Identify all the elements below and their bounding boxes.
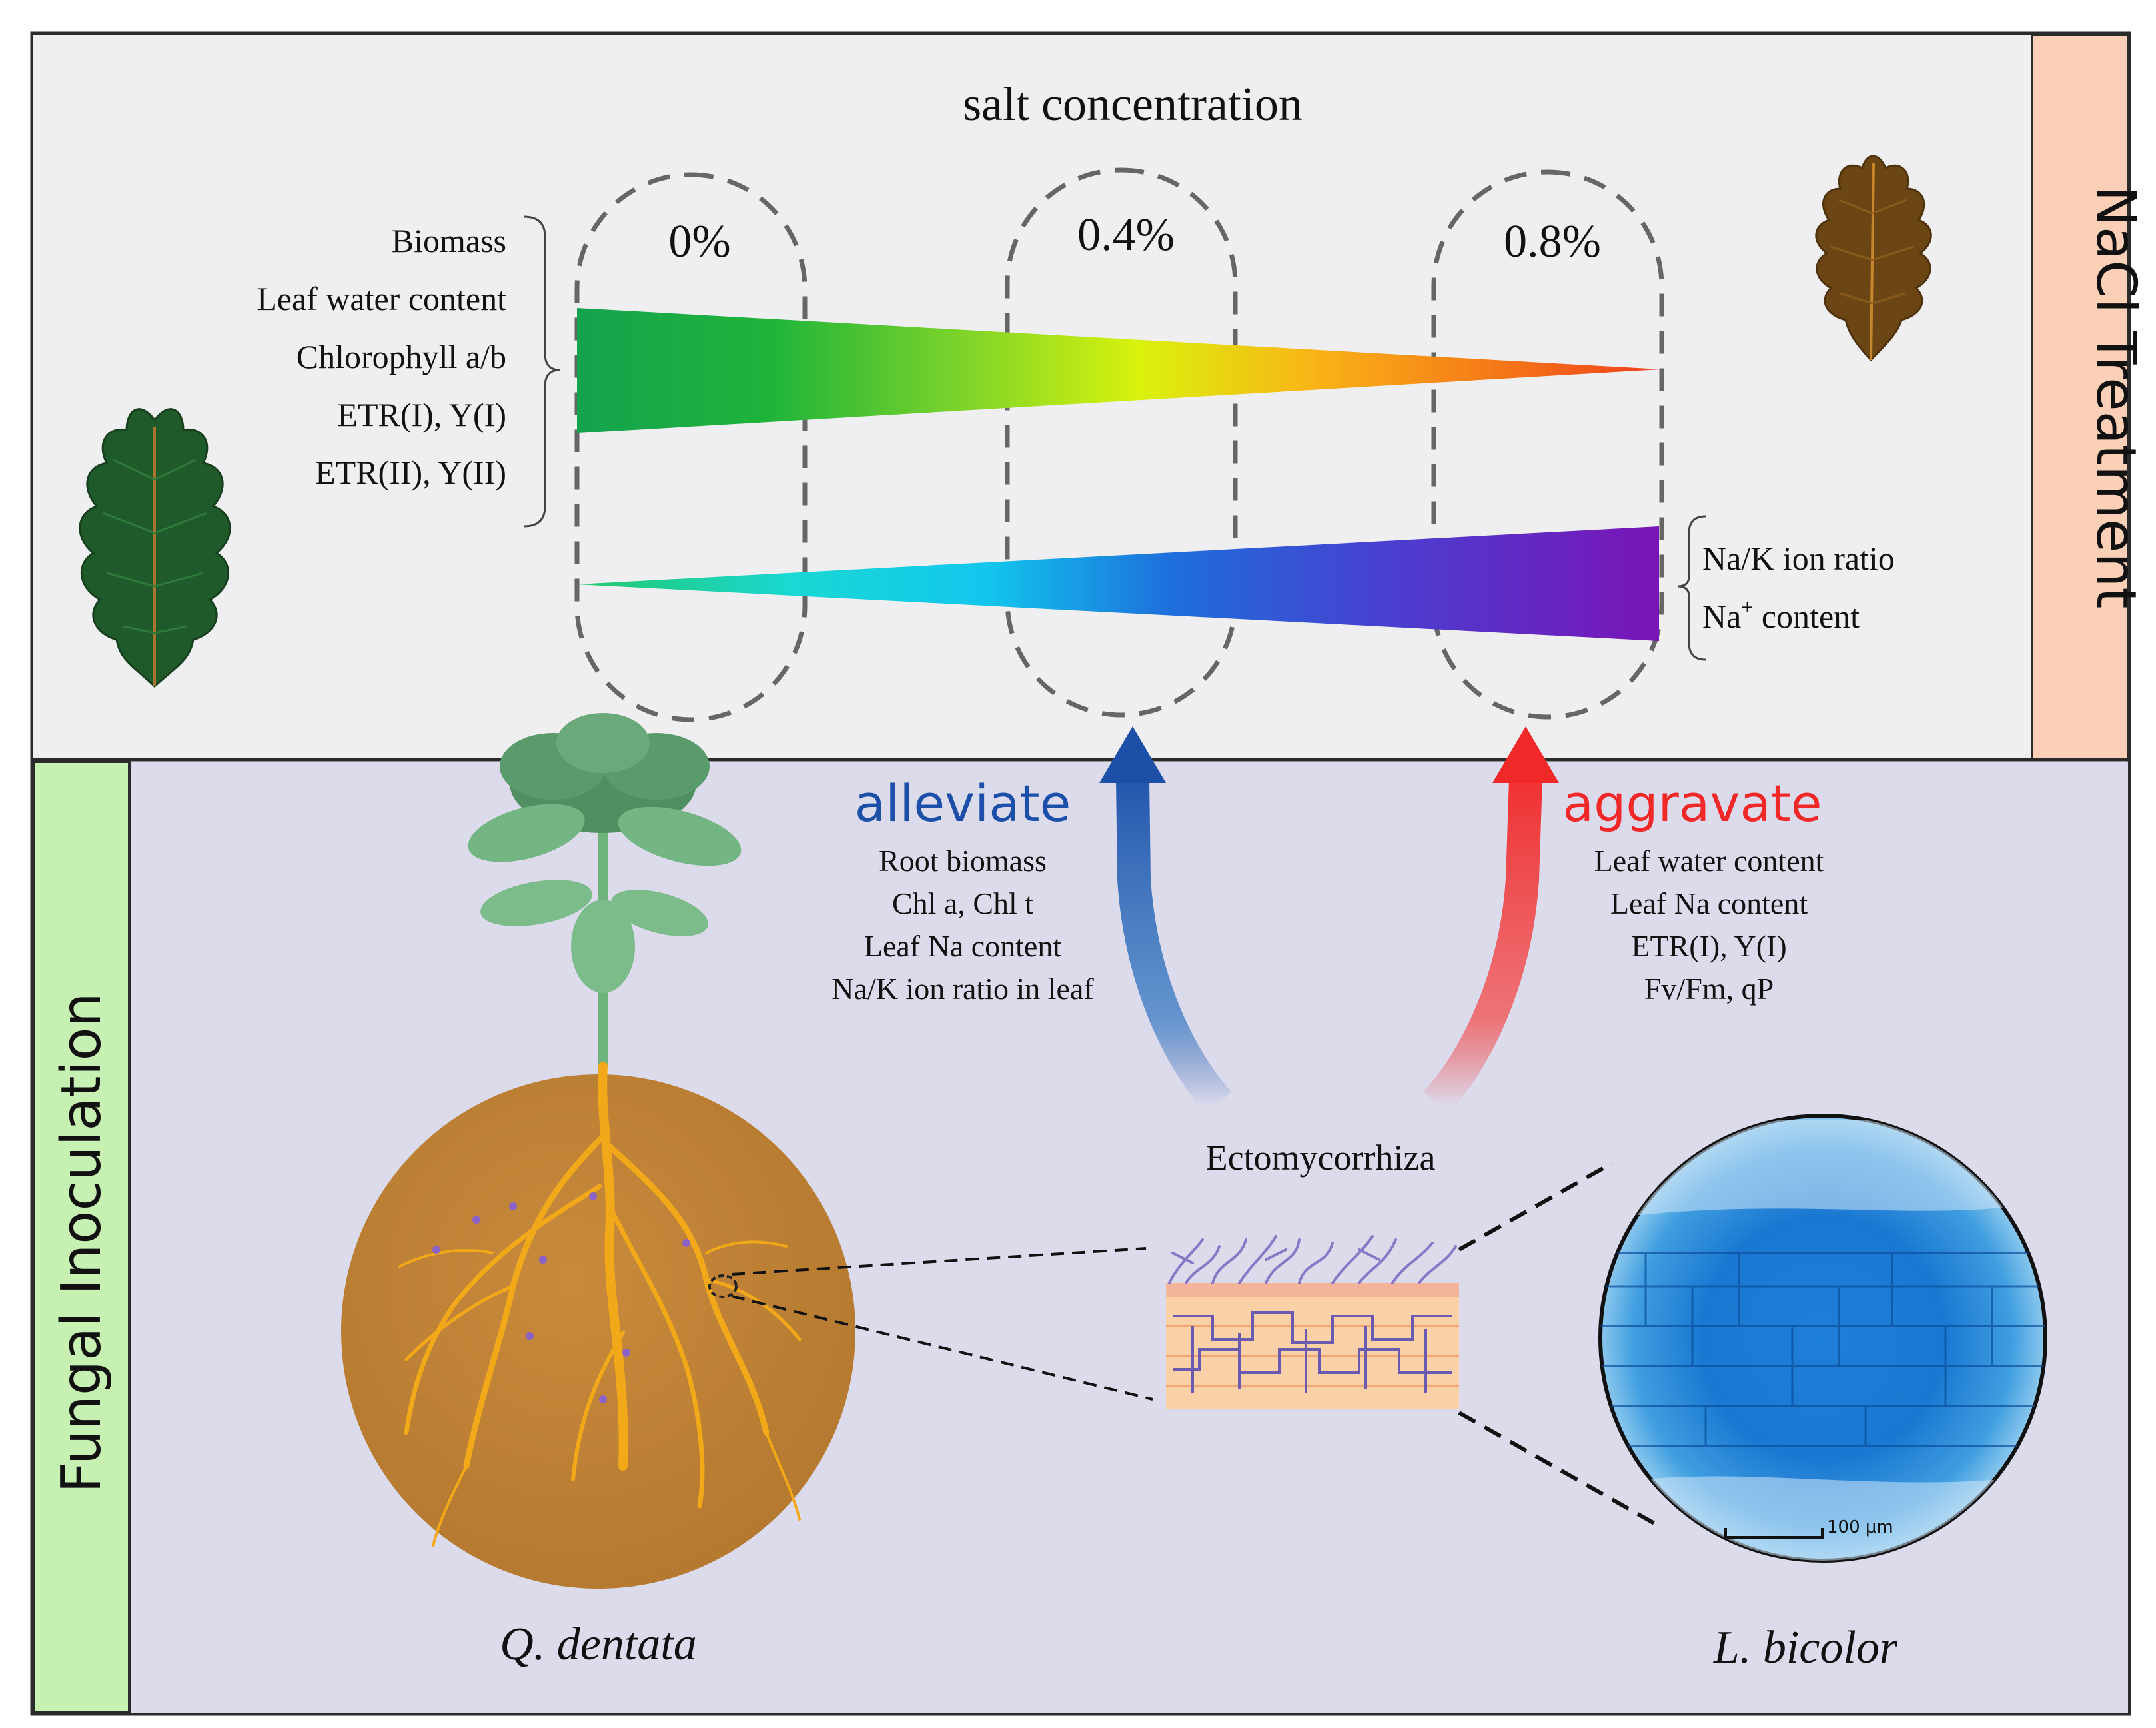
fungal-tab xyxy=(32,760,131,1714)
param-na-k-ratio: Na/K ion ratio xyxy=(1702,540,1895,577)
concentration-label-0: 0% xyxy=(668,216,730,267)
right-brace xyxy=(1677,515,1706,661)
aggravate-title: aggravate xyxy=(1563,774,1822,833)
ectomycorrhiza-cross-section xyxy=(1166,1235,1459,1409)
param-biomass: Biomass xyxy=(392,222,506,259)
healthy-leaf-illustration xyxy=(79,408,231,688)
zoom-line-upper xyxy=(731,1247,1147,1276)
increasing-wedge xyxy=(577,526,1659,641)
decreasing-wedge xyxy=(577,308,1660,433)
fungus-species-label: L. bicolor xyxy=(1713,1622,1898,1673)
capsule-04 xyxy=(1005,167,1238,718)
capsule-0 xyxy=(574,172,808,722)
scale-bar-label: 100 μm xyxy=(1827,1517,1893,1537)
root-soil-illustration xyxy=(341,1062,855,1589)
left-brace xyxy=(523,215,560,528)
alleviate-arrowhead xyxy=(1099,726,1166,783)
fungal-inoculation-label: Fungal Inoculation xyxy=(50,992,113,1493)
zoom-line-lower xyxy=(731,1295,1153,1401)
aggravate-arrow xyxy=(1423,779,1542,1114)
param-na-content: Na+ content xyxy=(1702,595,1860,635)
param-etr2: ETR(II), Y(II) xyxy=(315,454,506,491)
aggravate-item-2: ETR(I), Y(I) xyxy=(1631,929,1786,963)
nacl-treatment-label: NaCl Treatment xyxy=(2084,186,2147,609)
alleviate-item-2: Leaf Na content xyxy=(864,929,1062,963)
oak-seedling-illustration xyxy=(468,713,742,1066)
capsule-08 xyxy=(1431,169,1664,720)
param-etr1: ETR(I), Y(I) xyxy=(337,396,506,433)
alleviate-item-1: Chl a, Chl t xyxy=(892,886,1033,920)
aggravate-item-1: Leaf Na content xyxy=(1610,886,1808,920)
alleviate-title: alleviate xyxy=(855,774,1071,833)
nacl-tab xyxy=(2031,33,2129,761)
zoom-line-micro-lower xyxy=(1458,1411,1660,1528)
param-leaf-water: Leaf water content xyxy=(257,280,506,317)
alleviate-item-0: Root biomass xyxy=(879,844,1047,878)
ectomycorrhiza-label: Ectomycorrhiza xyxy=(1206,1138,1436,1178)
alleviate-item-3: Na/K ion ratio in leaf xyxy=(831,972,1094,1006)
zoom-line-micro-upper xyxy=(1458,1161,1614,1252)
alleviate-arrow xyxy=(1116,779,1232,1114)
aggravate-item-3: Fv/Fm, qP xyxy=(1644,972,1774,1006)
concentration-label-2: 0.8% xyxy=(1504,216,1601,267)
param-chlorophyll: Chlorophyll a/b xyxy=(296,338,506,375)
concentration-label-1: 0.4% xyxy=(1077,209,1175,261)
stressed-leaf-illustration xyxy=(1815,155,1932,362)
aggravate-item-0: Leaf water content xyxy=(1594,844,1824,878)
aggravate-arrowhead xyxy=(1492,726,1559,783)
plant-species-label: Q. dentata xyxy=(500,1619,697,1670)
salt-concentration-title: salt concentration xyxy=(963,77,1303,131)
